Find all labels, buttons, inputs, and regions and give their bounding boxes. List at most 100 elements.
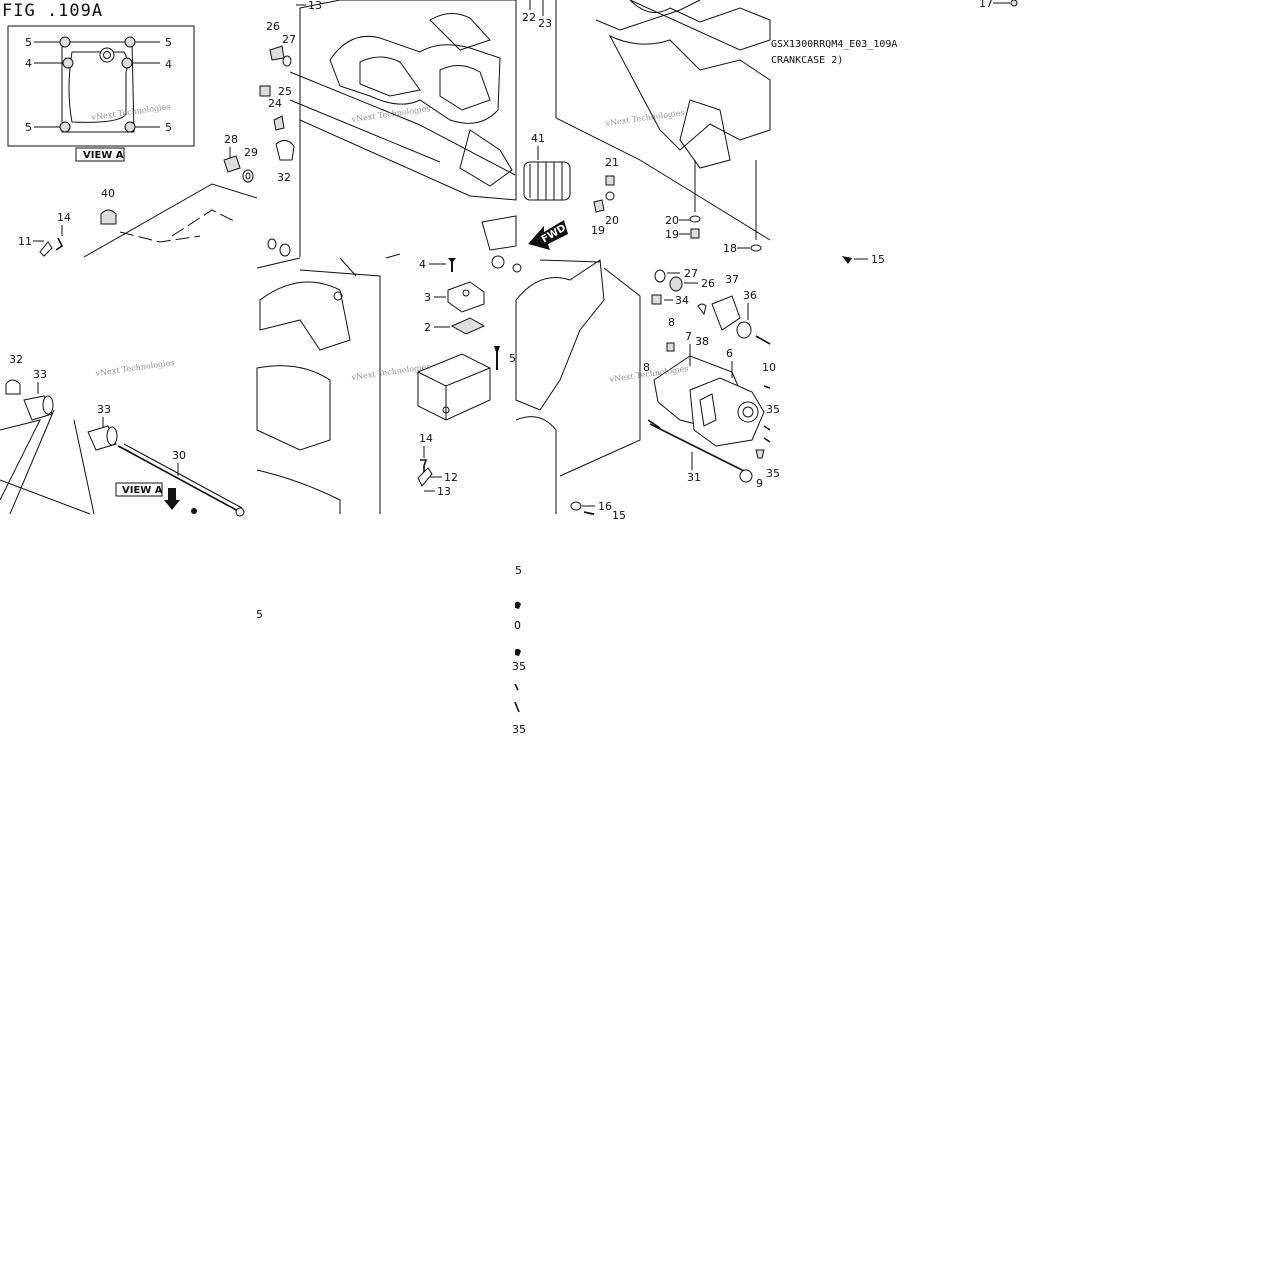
callout: 31 [687,471,701,484]
callout: 38 [695,335,709,348]
dowel [491,255,505,269]
view-a-label-box [115,482,163,497]
callout: 35 [766,467,780,480]
oil-strainer-box [417,353,491,421]
dowel [666,342,675,352]
callout: 11 [18,235,32,248]
callout: 4 [419,258,426,271]
pipe-end [235,507,245,517]
callout: 9 [756,477,763,490]
callout: 5 [509,352,516,365]
callout: 7 [685,330,692,343]
callout: 8 [643,361,650,374]
view-a-label-box [75,147,125,162]
callout: 41 [531,132,545,145]
figure-title: FIG .109A [2,1,103,21]
water-pump-body [689,377,765,447]
callout: 35 [766,403,780,416]
view-a-detail-box [7,25,195,147]
watermark: vNext Technologies [90,102,171,122]
bolt-head [124,36,136,48]
crankcase-edge [289,99,441,163]
pump-rib [699,393,717,427]
pump-shaft [742,406,754,418]
bolt [515,601,521,609]
case-edge [539,259,601,263]
tile-view-a-detail: FIG .109A 5 5 4 4 5 5 vNext Technologies… [2,1,258,258]
case-edge [256,257,301,269]
callout: 25 [278,85,292,98]
bolt-head [59,121,71,133]
washer-hole [245,172,251,180]
callout: 2 [424,321,431,334]
bolt [1010,0,1018,7]
case-body [256,469,341,514]
callout: 3 [424,291,431,304]
tile-crankcase-left: 13 26 27 25 24 32 vNext Technologies [259,0,517,269]
bolt [515,648,521,656]
crankcase-pocket [439,65,491,111]
o-ring [282,55,292,67]
callout: 20 [605,214,619,227]
callout: 14 [419,432,433,445]
callout: 4 [25,57,32,70]
callout: 6 [726,347,733,360]
jet [259,85,271,97]
model-code: GSX1300RRQM4_E03_109A [771,39,897,50]
clamp-screw [55,237,64,251]
stud [763,437,771,443]
bolt [191,508,197,514]
plug [279,243,291,257]
stud [755,335,771,345]
long-bolt [649,423,747,473]
tile-header-info: GSX1300RRQM4_E03_109A CRANKCASE 2) 17 15 [771,0,1018,266]
bolt-hole [512,263,522,273]
case-body [256,365,331,451]
screw [420,459,428,472]
callout: 19 [665,228,679,241]
callout: 27 [684,267,698,280]
callout: 20 [665,214,679,227]
oil-pipe [121,447,241,513]
callout: 5 [25,36,32,49]
case-edge [9,409,55,515]
jet [273,115,285,131]
tile-oil-pan: 4 3 2 5 14 12 13 vNext Technologies [256,238,516,514]
strainer-cap [447,281,485,313]
cap-plug [100,209,117,225]
case-edge [515,416,557,514]
case-body [259,281,351,351]
o-ring [654,269,666,283]
drain-plug [223,155,241,173]
callout: 40 [101,187,115,200]
callout: 21 [605,156,619,169]
callout: 28 [224,133,238,146]
callout: 30 [172,449,186,462]
bolt-head [62,57,74,69]
view-a-label: VIEW A [83,150,124,161]
bolt-hole [442,406,450,414]
washer [605,191,615,201]
tile-oil-pipe: 32 33 33 30 VIEW A vNext Technologies [0,353,245,517]
oil-filter [523,161,571,201]
callout: 33 [33,368,47,381]
tile-water-pump: 27 26 34 8 7 38 37 36 8 6 10 35 [512,259,780,522]
callout: 26 [701,277,715,290]
view-a-label: VIEW A [122,485,163,496]
crankcase-pocket [359,56,421,97]
callout: 35 [512,660,526,673]
callout: 10 [762,361,776,374]
case-edge [73,419,95,515]
bush [736,321,752,339]
watermark: vNext Technologies [350,104,431,124]
callout: 5 [515,564,522,577]
hidden-edge [119,231,201,243]
case-body [629,0,771,51]
callout: 35 [512,723,526,736]
callout: 37 [725,273,739,286]
bolt [593,199,605,213]
bolt [755,449,765,459]
clamp [417,467,433,487]
callout: 15 [871,253,885,266]
callout: 5 [25,121,32,134]
